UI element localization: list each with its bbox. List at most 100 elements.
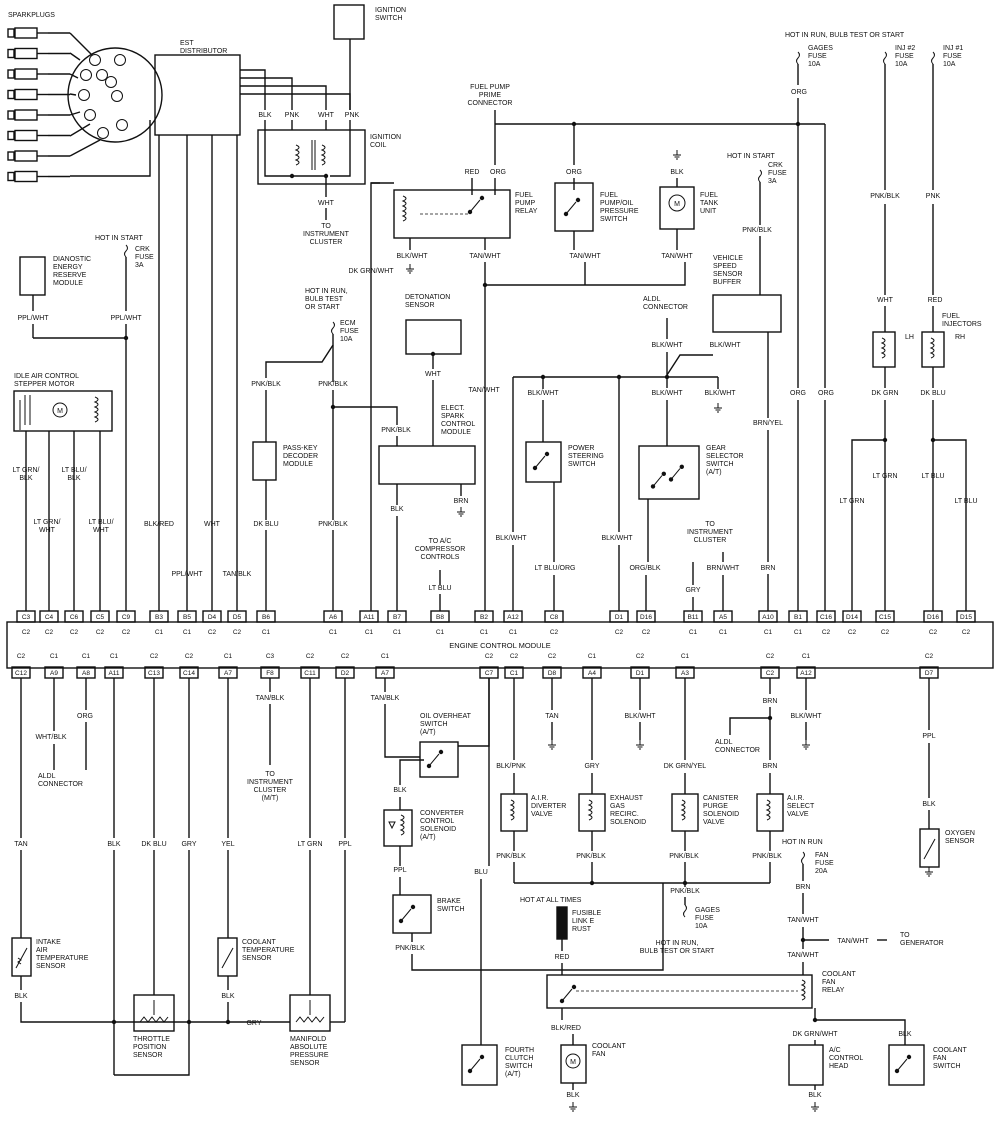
coil-winding bbox=[93, 396, 99, 423]
label: ORG bbox=[566, 169, 582, 176]
coil-winding bbox=[880, 337, 886, 359]
label: HOT IN RUN, BULB TEST OR START bbox=[785, 32, 905, 39]
label: PURGE bbox=[703, 803, 728, 810]
label: BLK/WHT bbox=[527, 390, 559, 397]
ecm-connector: C1 bbox=[365, 629, 374, 636]
label: WHT bbox=[318, 200, 335, 207]
label: GAGES bbox=[808, 45, 833, 52]
label: PNK/BLK bbox=[870, 193, 900, 200]
throttle-position-sensor-box bbox=[133, 994, 175, 1032]
label: PNK/BLK bbox=[251, 381, 281, 388]
label: FAN bbox=[592, 1051, 606, 1058]
label: BRN bbox=[796, 884, 811, 891]
ecm-pin: F8 bbox=[266, 670, 274, 677]
label: BLK bbox=[67, 475, 81, 482]
label: RELAY bbox=[515, 208, 538, 215]
sparkplug-body bbox=[14, 109, 38, 121]
ecm-pin: C12 bbox=[15, 670, 27, 677]
label: FUSE bbox=[135, 254, 154, 261]
ecm-pin: A10 bbox=[762, 614, 774, 621]
label: PPL/WHT bbox=[110, 315, 142, 322]
label: (A/T) bbox=[505, 1071, 521, 1078]
label: VEHICLE bbox=[713, 255, 743, 262]
distributor-terminal bbox=[114, 54, 126, 66]
label: UNIT bbox=[700, 208, 717, 215]
ecm-pin: D2 bbox=[341, 670, 350, 677]
label: RESERVE bbox=[53, 272, 87, 279]
splice-dot bbox=[575, 197, 581, 203]
label: 3A bbox=[768, 178, 777, 185]
label: CLUSTER bbox=[254, 787, 287, 794]
ecm-connector: C1 bbox=[719, 629, 728, 636]
splice-dot bbox=[571, 984, 577, 990]
label: TAN/BLK bbox=[223, 571, 252, 578]
label: BLU bbox=[474, 869, 488, 876]
ecm-connector: C1 bbox=[183, 629, 192, 636]
wire bbox=[295, 1016, 325, 1023]
ecm-pin: A6 bbox=[329, 614, 337, 621]
label: ORG bbox=[818, 390, 834, 397]
ecm-pin: C5 bbox=[96, 614, 105, 621]
label: DK GRN bbox=[871, 390, 898, 397]
wire bbox=[333, 406, 398, 425]
label: TAN bbox=[545, 713, 558, 720]
fuse-icon bbox=[124, 244, 128, 258]
map-sensor-box bbox=[289, 994, 331, 1032]
label: DK GRN/YEL bbox=[664, 763, 707, 770]
coolant-fan-motor-icon bbox=[565, 1053, 581, 1069]
label: BLK/WHT bbox=[704, 390, 736, 397]
ecm-pin: A8 bbox=[82, 670, 90, 677]
engine-control-module bbox=[6, 621, 994, 669]
label: PNK/BLK bbox=[576, 853, 606, 860]
label: DIVERTER bbox=[531, 803, 566, 810]
ecm-connector: C1 bbox=[110, 653, 119, 660]
label: BLK/WHT bbox=[709, 342, 741, 349]
label: DETONATION bbox=[405, 294, 450, 301]
ecm-pin: A7 bbox=[224, 670, 232, 677]
wire bbox=[815, 1019, 906, 1045]
label: DK GRN/WHT bbox=[792, 1031, 838, 1038]
distributor-terminal bbox=[89, 54, 101, 66]
label: ORG/BLK bbox=[629, 565, 660, 572]
label: SPEED bbox=[713, 263, 737, 270]
label: COOLANT bbox=[933, 1047, 968, 1054]
label: SENSOR bbox=[36, 963, 66, 970]
label: YEL bbox=[221, 841, 234, 848]
ecm-pin: D4 bbox=[208, 614, 217, 621]
label: TAN/BLK bbox=[371, 695, 400, 702]
switch-contact bbox=[428, 753, 440, 767]
ecm-connector: C2 bbox=[341, 653, 350, 660]
ecm-pin: C16 bbox=[820, 614, 832, 621]
wire bbox=[729, 717, 770, 735]
sparkplug-tip bbox=[7, 151, 15, 161]
wire bbox=[221, 947, 234, 969]
wire bbox=[240, 93, 351, 110]
gear-selector-switch-box bbox=[638, 445, 700, 500]
ecm-connector: C2 bbox=[306, 653, 315, 660]
wire bbox=[20, 1002, 290, 1023]
label: CONTROLS bbox=[421, 554, 460, 561]
switch-contact bbox=[652, 475, 663, 487]
sparkplug-tip bbox=[7, 48, 15, 59]
splice-dot bbox=[479, 195, 485, 201]
label: FUSE bbox=[695, 915, 714, 922]
label: CONNECTOR bbox=[715, 747, 760, 754]
label: TANK bbox=[700, 200, 718, 207]
coil-winding bbox=[680, 799, 686, 821]
ecm-connector: C2 bbox=[550, 629, 559, 636]
ecm-connector: C2 bbox=[929, 629, 938, 636]
label: CONNECTOR bbox=[643, 304, 688, 311]
label: IGNITION bbox=[370, 134, 401, 141]
splice-dot bbox=[438, 749, 444, 755]
sparkplugs-label: SPARKPLUGS bbox=[8, 12, 55, 19]
wire bbox=[69, 73, 79, 79]
label: TO bbox=[705, 521, 715, 528]
label: AIR bbox=[36, 947, 48, 954]
label: PRIME bbox=[479, 92, 502, 99]
ecm-connector: C1 bbox=[764, 629, 773, 636]
fuse-icon bbox=[796, 51, 800, 65]
coil-winding bbox=[294, 144, 300, 166]
label: GENERATOR bbox=[900, 940, 944, 947]
fuse-icon bbox=[683, 904, 687, 918]
sparkplug-tip bbox=[7, 171, 15, 182]
